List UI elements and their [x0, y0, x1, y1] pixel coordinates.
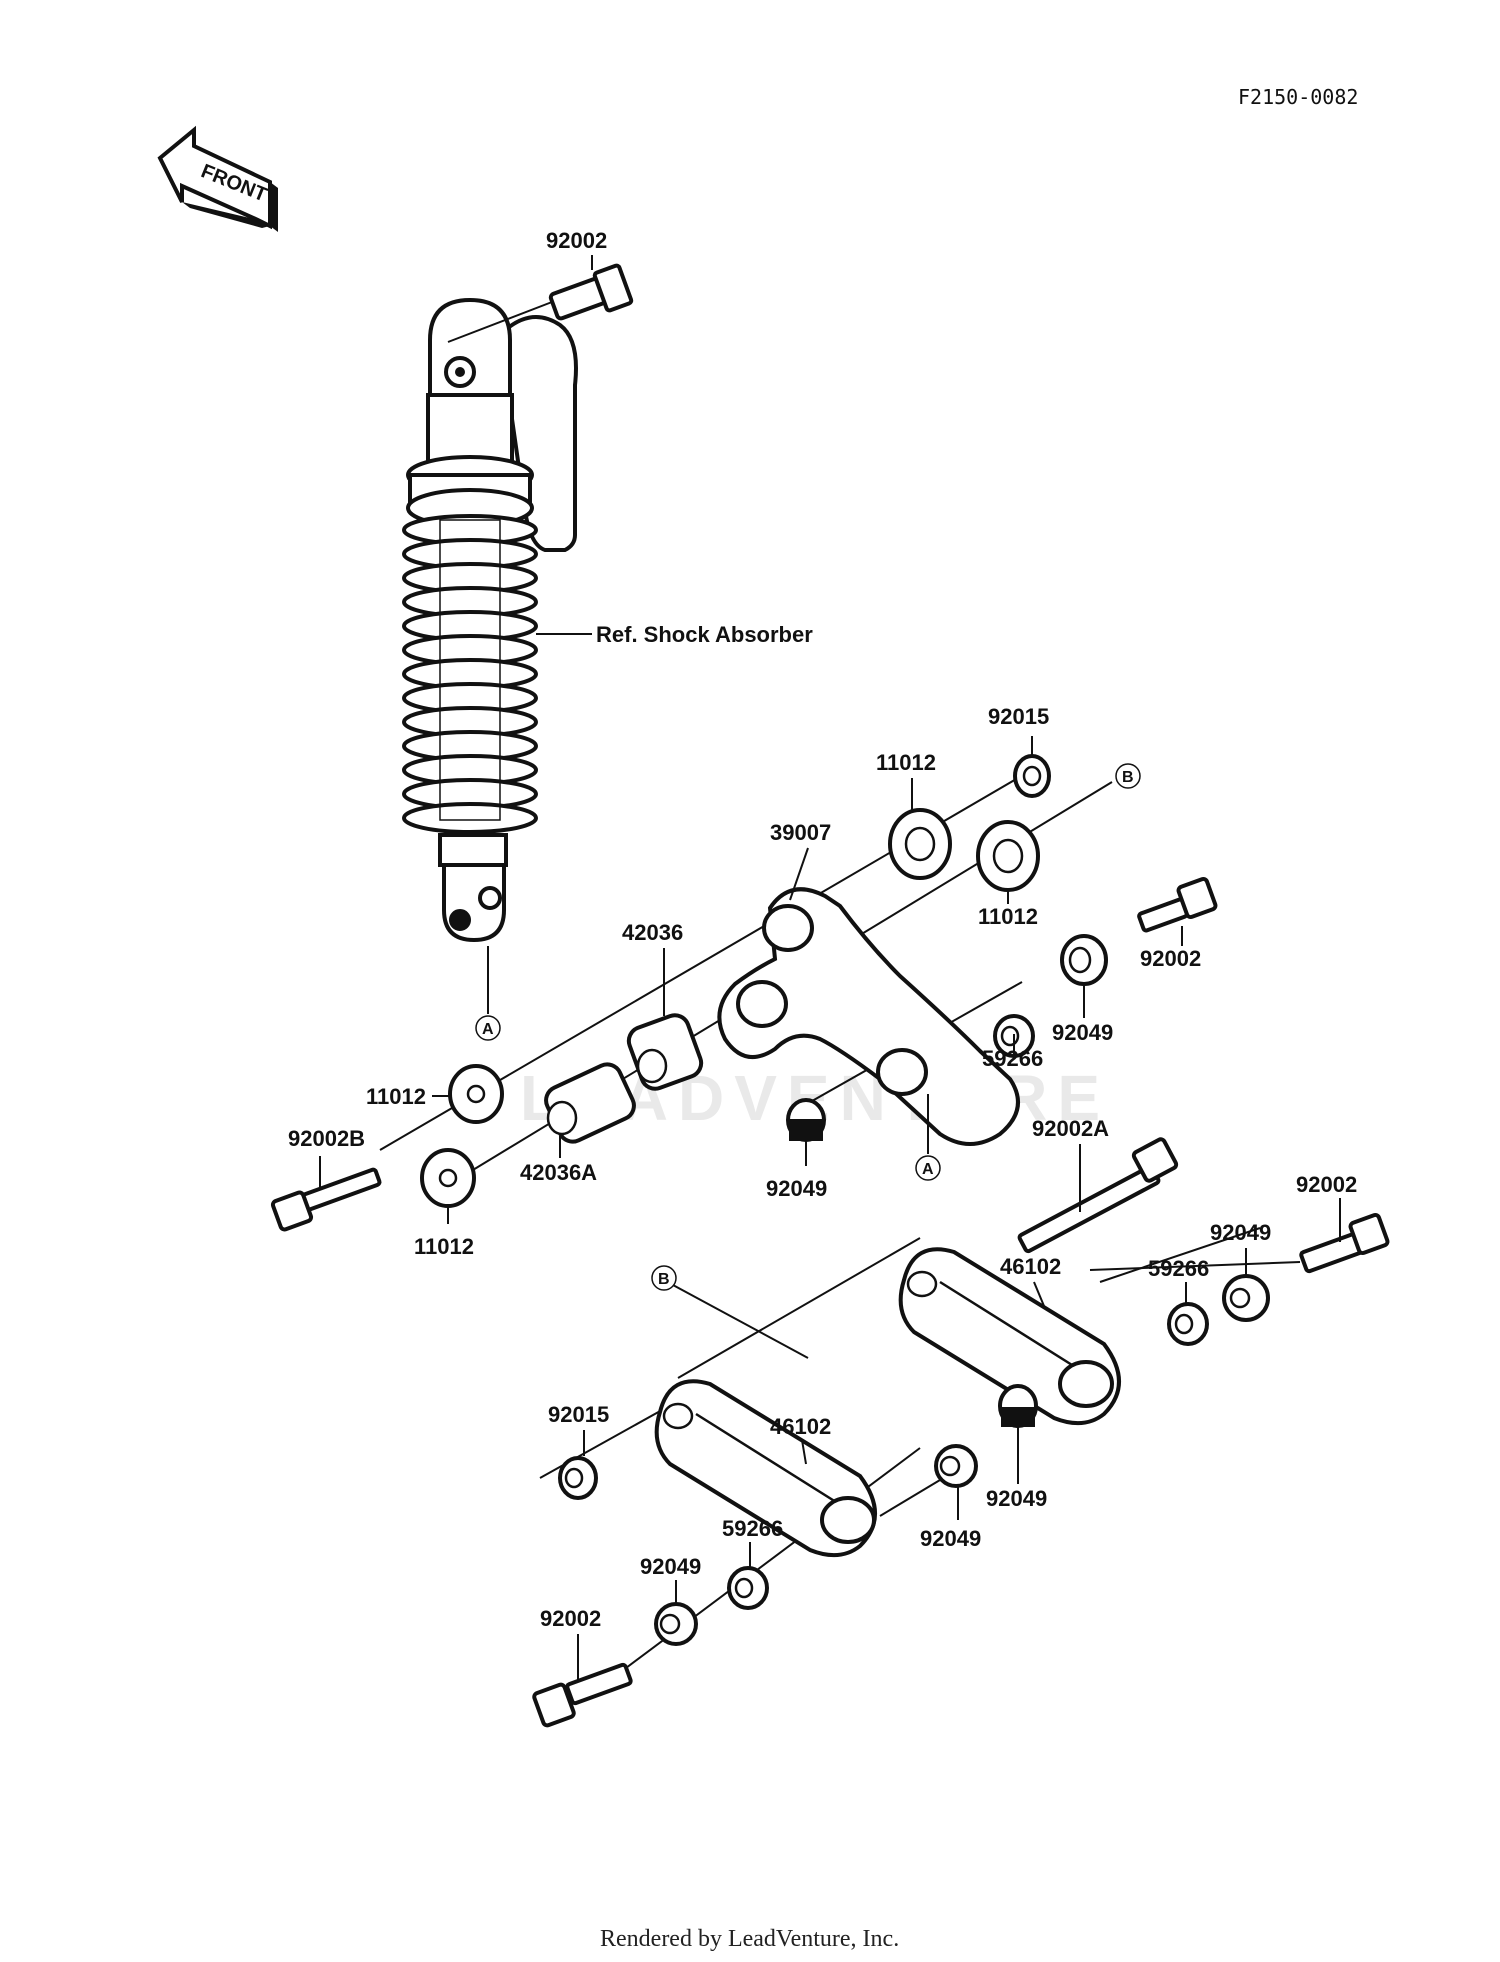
marker-a-shock: A	[475, 946, 501, 1041]
axis-line-tie-upper	[677, 1237, 921, 1379]
bushing-92049-e	[934, 1444, 978, 1488]
bolt-92002-right	[1137, 876, 1218, 933]
label-11012-c: 11012	[366, 1084, 426, 1109]
shock-spring	[402, 514, 538, 834]
bolt-92002-d	[532, 1662, 633, 1728]
axis-line-b-lower	[659, 1277, 809, 1359]
label-11012-b: 11012	[978, 904, 1038, 929]
collar-59266-c	[727, 1566, 769, 1610]
tie-rod-46102-a	[898, 1247, 1121, 1426]
marker-a-rocker: A	[915, 1094, 941, 1181]
seal-11012-b	[976, 820, 1040, 892]
drawing-code: F2150-0082	[1238, 85, 1358, 109]
label-59266-c: 59266	[722, 1516, 783, 1541]
marker-b-top: B	[1115, 763, 1141, 789]
svg-text:A: A	[482, 1021, 494, 1038]
tie-rod-46102-b	[654, 1379, 877, 1558]
bushing-92049-d	[998, 1384, 1038, 1428]
label-92049-d: 92049	[986, 1486, 1047, 1511]
label-92015-top: 92015	[988, 704, 1049, 729]
label-92049-a: 92049	[1052, 1020, 1113, 1045]
label-59266-a: 59266	[982, 1046, 1043, 1071]
collar-42036A	[544, 1062, 636, 1144]
shock-absorber	[402, 297, 592, 943]
label-11012-d: 11012	[414, 1234, 474, 1259]
svg-text:A: A	[922, 1161, 934, 1178]
bushing-92049-f	[654, 1602, 698, 1646]
washer-11012-c	[448, 1064, 504, 1124]
bolt-92002-top	[447, 255, 634, 343]
bolt-92002B	[270, 1167, 382, 1232]
front-arrow-icon: FRONT	[157, 125, 278, 232]
bushing-92049-b	[786, 1098, 826, 1142]
collar-59266-b	[1167, 1302, 1209, 1346]
nut-92015-top	[1013, 754, 1051, 798]
label-92002A: 92002A	[1032, 1116, 1109, 1141]
svg-text:B: B	[1122, 769, 1134, 786]
label-46102-b: 46102	[770, 1414, 831, 1439]
collar-42036	[626, 1013, 704, 1091]
bolt-92002A	[1017, 1137, 1179, 1254]
label-46102-a: 46102	[1000, 1254, 1061, 1279]
label-42036: 42036	[622, 920, 683, 945]
label-92002-d: 92002	[540, 1606, 601, 1631]
label-92049-f: 92049	[640, 1554, 701, 1579]
svg-text:B: B	[658, 1271, 670, 1288]
nut-92015-b	[558, 1456, 598, 1500]
rocker-arm-39007	[717, 887, 1020, 1146]
label-92002B: 92002B	[288, 1126, 365, 1151]
washer-11012-d	[420, 1148, 476, 1208]
label-92002-top: 92002	[546, 228, 607, 253]
label-92049-c: 92049	[1210, 1220, 1271, 1245]
label-92002-right: 92002	[1140, 946, 1201, 971]
label-92002-c: 92002	[1296, 1172, 1357, 1197]
label-92015-b: 92015	[548, 1402, 609, 1427]
footer-credit: Rendered by LeadVenture, Inc.	[600, 1926, 899, 1952]
label-92049-e: 92049	[920, 1526, 981, 1551]
label-39007: 39007	[770, 820, 831, 845]
bolt-92002-c	[1299, 1212, 1390, 1274]
seal-11012-a	[888, 808, 952, 880]
marker-b-lower: B	[651, 1265, 677, 1291]
ref-shock-absorber-label: Ref. Shock Absorber	[596, 622, 813, 647]
label-59266-b: 59266	[1148, 1256, 1209, 1281]
label-92049-b: 92049	[766, 1176, 827, 1201]
label-42036A: 42036A	[520, 1160, 597, 1185]
bushing-92049-c	[1222, 1274, 1270, 1322]
label-11012-a: 11012	[876, 750, 936, 775]
bushing-92049-a	[1060, 934, 1108, 986]
